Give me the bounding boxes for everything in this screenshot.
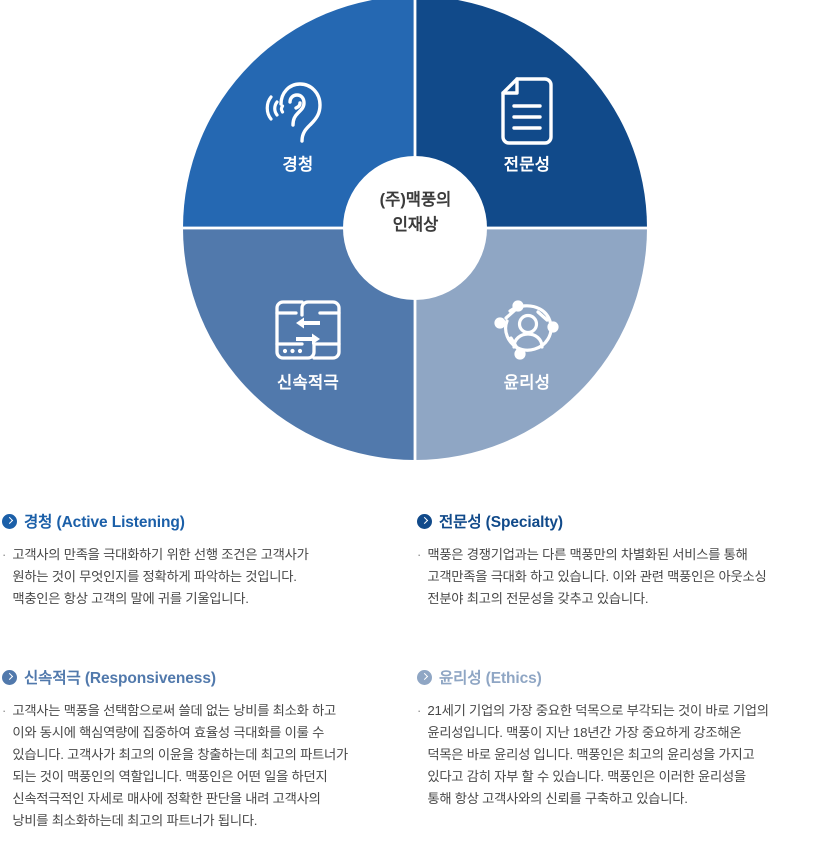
bullet-marker: · <box>2 547 7 562</box>
detail-text-listening: 고객사의 만족을 극대화하기 위한 선행 조건은 고객사가 원하는 것이 무엇인… <box>12 547 309 606</box>
talent-wheel-diagram: (주)맥풍의 인재상 <box>183 0 647 460</box>
detail-title-responsiveness: 신속적극 (Responsiveness) <box>24 670 216 687</box>
detail-heading-responsiveness: 신속적극 (Responsiveness) <box>2 666 410 688</box>
detail-body-responsiveness: · 고객사는 맥풍을 선택함으로써 쓸데 없는 낭비를 최소화 하고 이와 동시… <box>2 700 410 832</box>
chevron-right-circle-icon <box>2 669 17 685</box>
detail-title-specialty: 전문성 (Specialty) <box>439 514 563 531</box>
detail-title-listening: 경청 (Active Listening) <box>24 514 185 531</box>
chevron-right-circle-icon <box>417 513 432 529</box>
detail-block-responsiveness: 신속적극 (Responsiveness) · 고객사는 맥풍을 선택함으로써 … <box>2 666 410 832</box>
bullet-marker: · <box>2 703 7 718</box>
detail-heading-specialty: 전문성 (Specialty) <box>417 510 825 532</box>
detail-text-ethics: 21세기 기업의 가장 중요한 덕목으로 부각되는 것이 바로 기업의 윤리성입… <box>427 703 769 806</box>
detail-sections: 경청 (Active Listening) · 고객사의 만족을 극대화하기 위… <box>0 470 830 854</box>
chevron-right-circle-icon <box>2 513 17 529</box>
detail-body-listening: · 고객사의 만족을 극대화하기 위한 선행 조건은 고객사가 원하는 것이 무… <box>2 544 410 610</box>
detail-block-specialty: 전문성 (Specialty) · 맥풍은 경쟁기업과는 다른 맥풍만의 차별화… <box>417 510 825 610</box>
detail-heading-ethics: 윤리성 (Ethics) <box>417 666 825 688</box>
bullet-marker: · <box>417 547 422 562</box>
detail-text-responsiveness: 고객사는 맥풍을 선택함으로써 쓸데 없는 낭비를 최소화 하고 이와 동시에 … <box>12 703 349 828</box>
detail-body-specialty: · 맥풍은 경쟁기업과는 다른 맥풍만의 차별화된 서비스를 통해 고객만족을 … <box>417 544 825 610</box>
detail-text-specialty: 맥풍은 경쟁기업과는 다른 맥풍만의 차별화된 서비스를 통해 고객만족을 극대… <box>427 547 767 606</box>
detail-title-ethics: 윤리성 (Ethics) <box>439 670 542 687</box>
chevron-right-circle-icon <box>417 669 432 685</box>
wheel-graphic <box>183 0 647 460</box>
wheel-center-hub <box>343 156 487 300</box>
bullet-marker: · <box>417 703 422 718</box>
detail-block-ethics: 윤리성 (Ethics) · 21세기 기업의 가장 중요한 덕목으로 부각되는… <box>417 666 825 810</box>
detail-block-listening: 경청 (Active Listening) · 고객사의 만족을 극대화하기 위… <box>2 510 410 610</box>
detail-body-ethics: · 21세기 기업의 가장 중요한 덕목으로 부각되는 것이 바로 기업의 윤리… <box>417 700 825 810</box>
detail-heading-listening: 경청 (Active Listening) <box>2 510 410 532</box>
